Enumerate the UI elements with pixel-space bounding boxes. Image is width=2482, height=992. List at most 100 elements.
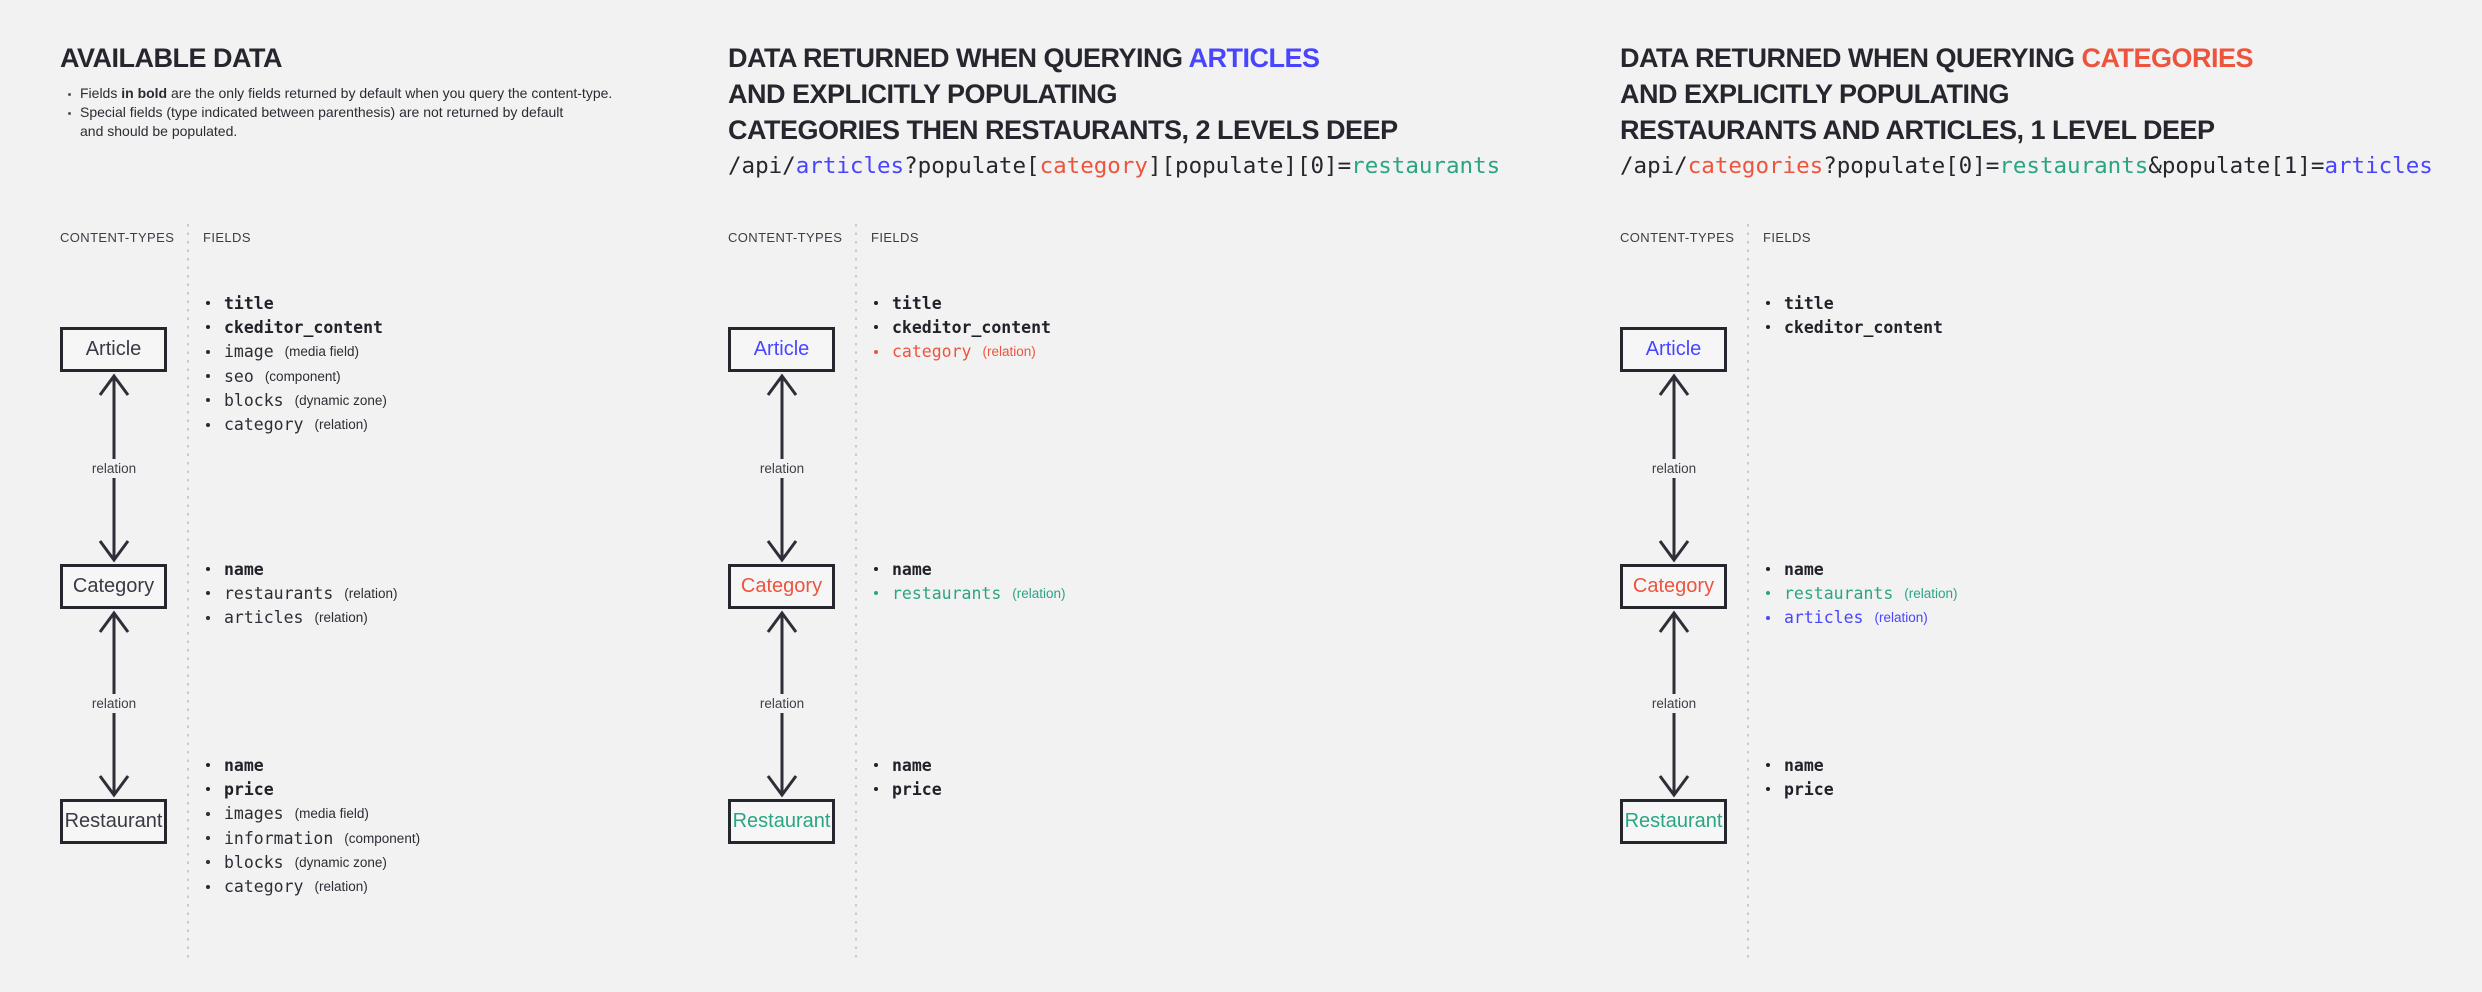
field-row: category(relation): [206, 874, 420, 898]
diagram: CONTENT-TYPES FIELDS Article Category Re…: [1620, 224, 2280, 973]
text-segment: DATA RETURNED WHEN QUERYING: [1620, 43, 2082, 73]
field-type-annotation: (component): [344, 830, 421, 846]
title-line: AVAILABLE DATA: [60, 40, 282, 76]
bullet-icon: [1766, 763, 1770, 768]
field-row: name: [874, 557, 1066, 581]
api-url: /api/categories?populate[0]=restaurants&…: [1620, 152, 2433, 180]
panel-available-data: AVAILABLE DATA Fields in bold are the on…: [60, 0, 720, 992]
field-row: name: [874, 753, 942, 777]
text-segment: restaurants: [1351, 153, 1501, 179]
column-header-content-types: CONTENT-TYPES: [60, 230, 175, 245]
column-separator-dotted-line: [855, 224, 857, 962]
field-name: price: [1784, 779, 1834, 799]
content-type-box-article: Article: [728, 327, 835, 372]
bullet-icon: [206, 763, 210, 768]
field-row: images (media field): [206, 802, 420, 826]
content-type-box-restaurant: Restaurant: [60, 799, 167, 844]
field-list-restaurant: name price: [874, 753, 942, 802]
field-name: name: [892, 755, 932, 775]
bullet-icon: [206, 374, 210, 379]
bullet-icon: [206, 325, 210, 330]
field-name: ckeditor_content: [892, 317, 1051, 337]
text-segment: are the only fields returned by default …: [167, 85, 613, 101]
bullet-icon: [1766, 591, 1770, 596]
title-line: AND EXPLICITLY POPULATING: [1620, 76, 2253, 112]
content-type-box-article: Article: [60, 327, 167, 372]
panel-title: AVAILABLE DATA: [60, 40, 282, 76]
field-row: restaurants(relation): [206, 581, 398, 605]
title-line: RESTAURANTS AND ARTICLES, 1 LEVEL DEEP: [1620, 112, 2253, 148]
column-header-fields: FIELDS: [871, 230, 919, 245]
text-segment: and should be populated.: [80, 123, 238, 139]
field-name: image: [224, 342, 274, 362]
relation-label: relation: [754, 694, 810, 713]
field-type-annotation: (relation): [1904, 585, 1958, 601]
bullet-icon: [206, 787, 210, 792]
api-url: /api/articles?populate[category][populat…: [728, 152, 1500, 180]
text-segment: /api/: [1620, 153, 1688, 179]
field-row: blocks(dynamic zone): [206, 850, 420, 874]
bullet-icon: [206, 567, 210, 572]
field-row: price: [1766, 777, 1834, 801]
field-row: category(relation): [206, 412, 387, 436]
bullet-icon: [874, 591, 878, 596]
title-line: DATA RETURNED WHEN QUERYING CATEGORIES: [1620, 40, 2254, 76]
bullet-icon: [874, 567, 878, 572]
note-text: Fields in bold are the only fields retur…: [80, 84, 612, 103]
column-header-content-types: CONTENT-TYPES: [1620, 230, 1735, 245]
content-type-box-category: Category: [728, 564, 835, 609]
text-segment: articles: [2324, 153, 2433, 179]
field-type-annotation: (dynamic zone): [294, 854, 387, 870]
field-name: articles: [224, 608, 304, 628]
field-list-restaurant: name price: [1766, 753, 1834, 802]
note-text: and should be populated.: [80, 122, 237, 141]
field-name: title: [1784, 293, 1834, 313]
field-name: blocks: [224, 390, 284, 410]
field-type-annotation: (media field): [284, 344, 359, 360]
note-line: Special fields (type indicated between p…: [66, 103, 626, 122]
field-name: title: [224, 293, 274, 313]
bullet-icon: [206, 860, 210, 865]
content-type-box-restaurant: Restaurant: [1620, 799, 1727, 844]
field-name: images: [224, 804, 284, 824]
bullet-icon: [206, 836, 210, 841]
field-type-annotation: (relation): [344, 585, 398, 601]
field-name: restaurants: [892, 583, 1002, 603]
bullet-icon: [206, 591, 210, 596]
field-name: seo: [224, 366, 254, 386]
field-row: articles(relation): [1766, 606, 1958, 630]
column-header-fields: FIELDS: [203, 230, 251, 245]
note-line: Fields in bold are the only fields retur…: [66, 84, 626, 103]
bullet-icon: [1766, 787, 1770, 792]
field-row: name: [1766, 557, 1958, 581]
field-name: name: [224, 559, 264, 579]
bullet-icon: [1766, 615, 1770, 620]
text-segment: DATA RETURNED WHEN QUERYING: [728, 43, 1189, 73]
column-separator-dotted-line: [1747, 224, 1749, 962]
field-row: price: [874, 777, 942, 801]
diagram: CONTENT-TYPES FIELDS Article Category Re…: [60, 224, 720, 973]
field-type-annotation: (dynamic zone): [294, 392, 387, 408]
text-segment: restaurants: [1999, 153, 2149, 179]
title-line: DATA RETURNED WHEN QUERYING ARTICLES: [728, 40, 1398, 76]
bullet-icon: [874, 325, 878, 330]
field-name: name: [1784, 755, 1824, 775]
field-row: seo(component): [206, 364, 387, 388]
field-name: category: [892, 342, 972, 362]
title-line: AND EXPLICITLY POPULATING: [728, 76, 1398, 112]
field-row: title: [1766, 291, 1943, 315]
text-segment: in bold: [121, 85, 168, 101]
field-type-annotation: (media field): [294, 806, 369, 822]
field-name: title: [892, 293, 942, 313]
field-row: restaurants(relation): [874, 581, 1066, 605]
field-row: name: [1766, 753, 1834, 777]
column-separator-dotted-line: [187, 224, 189, 962]
field-name: price: [892, 779, 942, 799]
